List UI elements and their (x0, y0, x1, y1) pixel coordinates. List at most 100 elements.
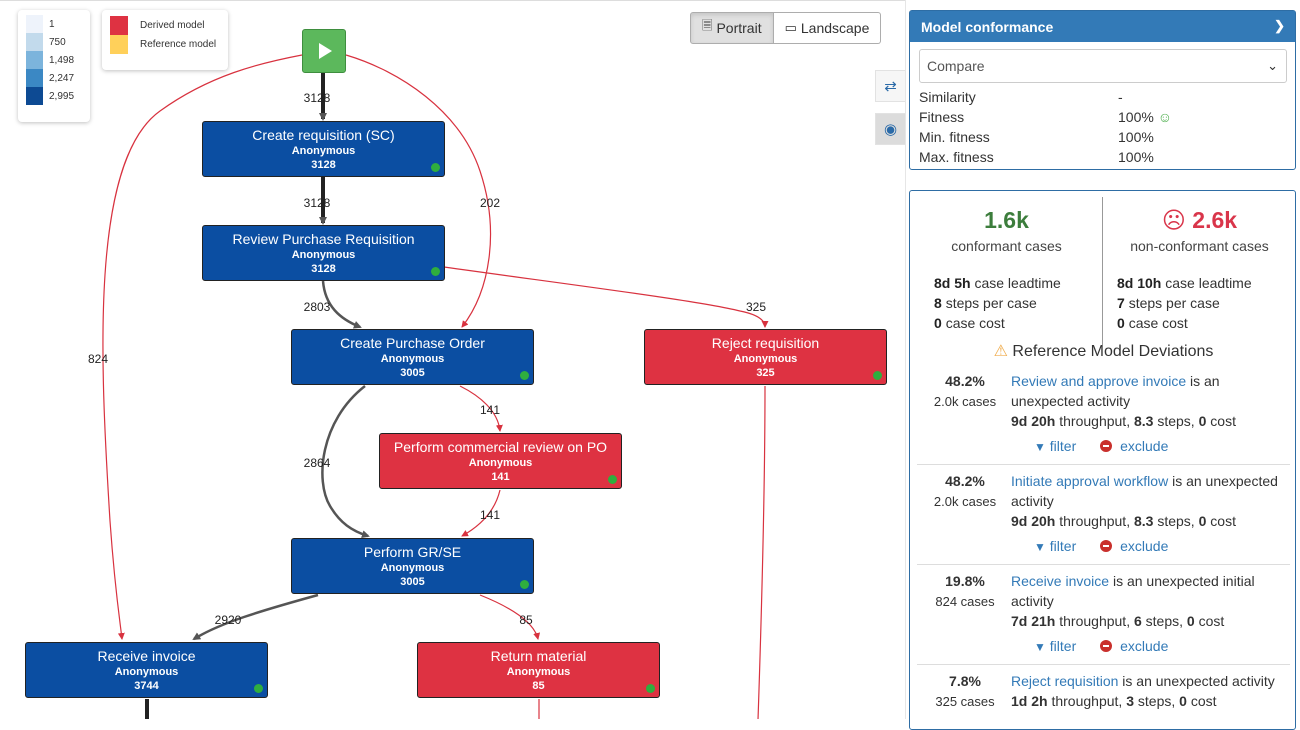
deviation-activity-link[interactable]: Review and approve invoice (1011, 373, 1187, 389)
deviation-steps: 8.3 (1133, 513, 1154, 529)
stat-value: 8d 10h (1117, 275, 1162, 291)
metric-label: Max. fitness (919, 149, 994, 165)
edge-start-po[interactable] (345, 54, 492, 328)
edge-po-gr[interactable] (321, 385, 370, 539)
status-dot-icon (646, 684, 655, 693)
start-node[interactable] (302, 29, 346, 73)
node-title: Create requisition (SC) (252, 127, 395, 143)
node-receive-invoice[interactable]: Receive invoice Anonymous 3744 (25, 642, 268, 698)
edge-start-invoice[interactable] (102, 54, 303, 640)
deviation-activity-link[interactable]: Receive invoice (1011, 573, 1110, 589)
deviation-throughput: 9d 20h (1011, 413, 1056, 429)
edge-review-po[interactable] (321, 280, 362, 329)
model-conformance-panel: Model conformance ❯ Compare ⌄ Similarity… (909, 10, 1296, 170)
node-perform-gr-se[interactable]: Perform GR/SE Anonymous 3005 (291, 538, 534, 594)
node-count: 3005 (400, 367, 425, 379)
orientation-toggle: 🗏Portrait ▭Landscape (690, 12, 882, 44)
visibility-toggle-button[interactable]: ◉ (875, 113, 905, 145)
edge-po-commercial[interactable] (459, 385, 503, 432)
edge-label-commercial-gr: 141 (480, 508, 500, 522)
deviation-text: is an unexpected activity (1011, 373, 1220, 409)
exclude-button[interactable]: exclude (1100, 638, 1168, 654)
deviation-activity-link[interactable]: Reject requisition (1011, 673, 1119, 689)
node-count: 3128 (311, 159, 336, 171)
edge-reject-down[interactable] (757, 385, 766, 719)
edge-gr-return[interactable] (479, 594, 541, 640)
deviation-text: is an unexpected activity (1118, 673, 1275, 689)
edge-commercial-gr[interactable] (461, 489, 501, 537)
deviation-throughput: 1d 2h (1011, 693, 1048, 709)
frequency-legend: 1 750 1,498 2,247 2,995 (18, 10, 90, 122)
process-map-canvas[interactable]: 3128 3128 202 824 2803 325 141 2864 141 … (0, 0, 905, 719)
node-create-purchase-order[interactable]: Create Purchase Order Anonymous 3005 (291, 329, 534, 385)
legend-model-label: Reference model (140, 39, 217, 50)
conformance-summary-panel: 1.6k conformant cases 8d 5h case leadtim… (909, 190, 1296, 730)
conformant-summary: 1.6k conformant cases 8d 5h case leadtim… (910, 191, 1103, 333)
stat-label: case leadtime (974, 275, 1061, 291)
landscape-button[interactable]: ▭Landscape (773, 12, 882, 44)
status-dot-icon (520, 371, 529, 380)
node-create-requisition[interactable]: Create requisition (SC) Anonymous 3128 (202, 121, 445, 177)
conformant-count: 1.6k (984, 207, 1029, 233)
node-review-purchase-requisition[interactable]: Review Purchase Requisition Anonymous 31… (202, 225, 445, 281)
chevron-down-icon[interactable]: ❯ (1274, 18, 1285, 33)
edge-review-reject[interactable] (443, 266, 769, 328)
stat-label: case cost (945, 315, 1005, 331)
deviation-share: 7.8%325 cases (917, 671, 1013, 712)
stat-steps: 8 steps per case (934, 293, 1103, 313)
metric-value: 100% (1118, 129, 1154, 145)
exclude-button[interactable]: exclude (1100, 438, 1168, 454)
compare-select[interactable]: Compare ⌄ (919, 49, 1287, 83)
edge-label-start-create: 3128 (304, 91, 331, 105)
node-reject-requisition[interactable]: Reject requisition Anonymous 325 (644, 329, 887, 385)
legend-scale-label: 2,995 (49, 90, 75, 102)
edge-label-gr-return: 85 (519, 613, 533, 627)
legend-swatch (26, 51, 43, 69)
node-commercial-review[interactable]: Perform commercial review on PO Anonymou… (379, 433, 622, 489)
edge-label-review-po: 2803 (304, 300, 331, 314)
deviation-pct: 48.2% (945, 373, 985, 389)
metric-label: Similarity (919, 89, 976, 105)
stat-value: 8 (934, 295, 942, 311)
model-conformance-header[interactable]: Model conformance ❯ (910, 11, 1295, 42)
edge-label-po-gr: 2864 (304, 456, 331, 470)
deviation-cost-label: cost (1206, 513, 1236, 529)
filter-button[interactable]: ▼ filter (1034, 438, 1076, 454)
node-title: Review Purchase Requisition (232, 231, 415, 247)
shuffle-layout-button[interactable]: ⇄ (875, 70, 905, 102)
filter-icon: ▼ (1034, 540, 1046, 554)
deviation-activity-link[interactable]: Initiate approval workflow (1011, 473, 1169, 489)
filter-button[interactable]: ▼ filter (1034, 538, 1076, 554)
legend-scale-row: 1,498 (26, 51, 90, 69)
portrait-button[interactable]: 🗏Portrait (690, 12, 774, 44)
node-resource: Anonymous (506, 666, 571, 678)
deviation-text: is an unexpected initial activity (1011, 573, 1255, 609)
deviation-item: 7.8%325 cases Reject requisition is an u… (917, 671, 1290, 729)
nonconformant-label: non-conformant cases (1130, 238, 1269, 254)
status-dot-icon (520, 580, 529, 589)
deviation-description: Receive invoice is an unexpected initial… (1011, 571, 1289, 631)
smile-icon: ☺ (1157, 109, 1172, 125)
node-return-material[interactable]: Return material Anonymous 85 (417, 642, 660, 698)
metric-similarity: Similarity- (910, 87, 1295, 107)
filter-label: filter (1049, 438, 1077, 454)
exclude-button[interactable]: exclude (1100, 538, 1168, 554)
deviation-steps: 8.3 (1133, 413, 1154, 429)
panel-title: Model conformance (921, 18, 1054, 35)
node-resource: Anonymous (733, 353, 798, 365)
filter-button[interactable]: ▼ filter (1034, 638, 1076, 654)
legend-swatch (26, 33, 43, 51)
deviation-description: Initiate approval workflow is an unexpec… (1011, 471, 1289, 531)
node-title: Perform commercial review on PO (393, 439, 608, 455)
edge-gr-invoice[interactable] (192, 593, 319, 641)
deviation-share: 48.2%2.0k cases (917, 471, 1013, 512)
deviation-item: 48.2%2.0k cases Initiate approval workfl… (917, 471, 1290, 565)
node-resource: Anonymous (291, 249, 356, 261)
node-title: Reject requisition (711, 335, 820, 351)
node-title: Perform GR/SE (363, 544, 462, 560)
landscape-file-icon: ▭ (784, 20, 797, 35)
edge-label-review-reject: 325 (746, 300, 766, 314)
deviation-share: 48.2%2.0k cases (917, 371, 1013, 412)
